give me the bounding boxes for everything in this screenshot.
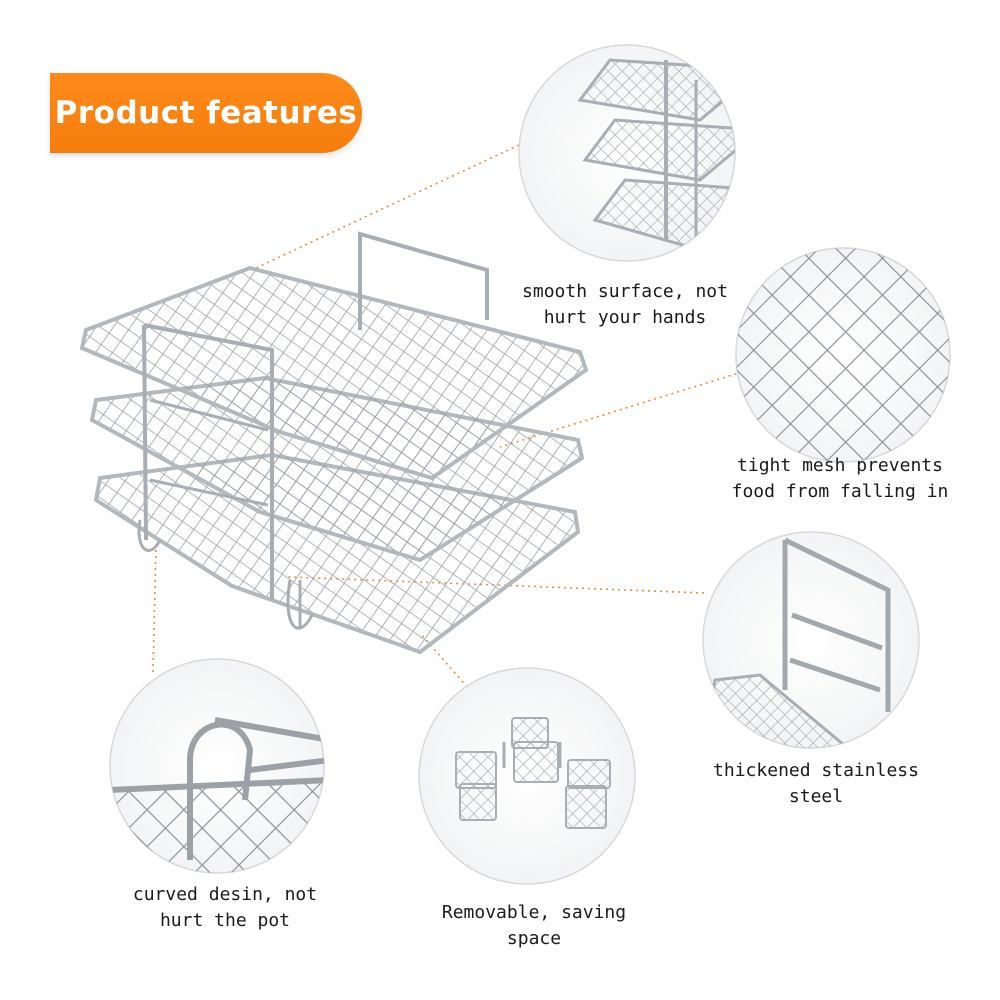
caption-stainless-steel: thickened stainless steel [688, 758, 944, 810]
caption-smooth-surface: smooth surface, not hurt your hands [497, 279, 753, 331]
caption-line: hurt the pot [159, 910, 291, 931]
detail-circle-stainless-steel [702, 531, 920, 749]
caption-curved-design: curved desin, not hurt the pot [97, 882, 353, 934]
caption-line: food from falling in [731, 481, 949, 502]
caption-line: space [506, 928, 562, 949]
leader-line-curved [152, 543, 157, 673]
caption-line: hurt your hands [543, 307, 707, 328]
leader-line-removable [420, 633, 476, 697]
caption-line: curved desin, not [132, 884, 318, 905]
caption-tight-mesh: tight mesh prevents food from falling in [712, 453, 968, 505]
caption-line: Removable, saving [441, 902, 627, 923]
caption-removable: Removable, saving space [406, 900, 662, 952]
caption-line: smooth surface, not [522, 281, 728, 302]
caption-line: steel [788, 786, 844, 807]
banner-title: Product features [54, 95, 358, 131]
banner-tab [50, 73, 362, 153]
detail-circle-smooth-surface [518, 44, 736, 262]
caption-line: thickened stainless [713, 760, 919, 781]
rack-illustration [79, 231, 589, 655]
detail-circle-removable [418, 667, 636, 885]
caption-line: tight mesh prevents [737, 455, 943, 476]
detail-circle-curved-design [109, 658, 325, 874]
leader-line-smooth [255, 144, 520, 269]
detail-circle-tight-mesh [735, 247, 951, 463]
